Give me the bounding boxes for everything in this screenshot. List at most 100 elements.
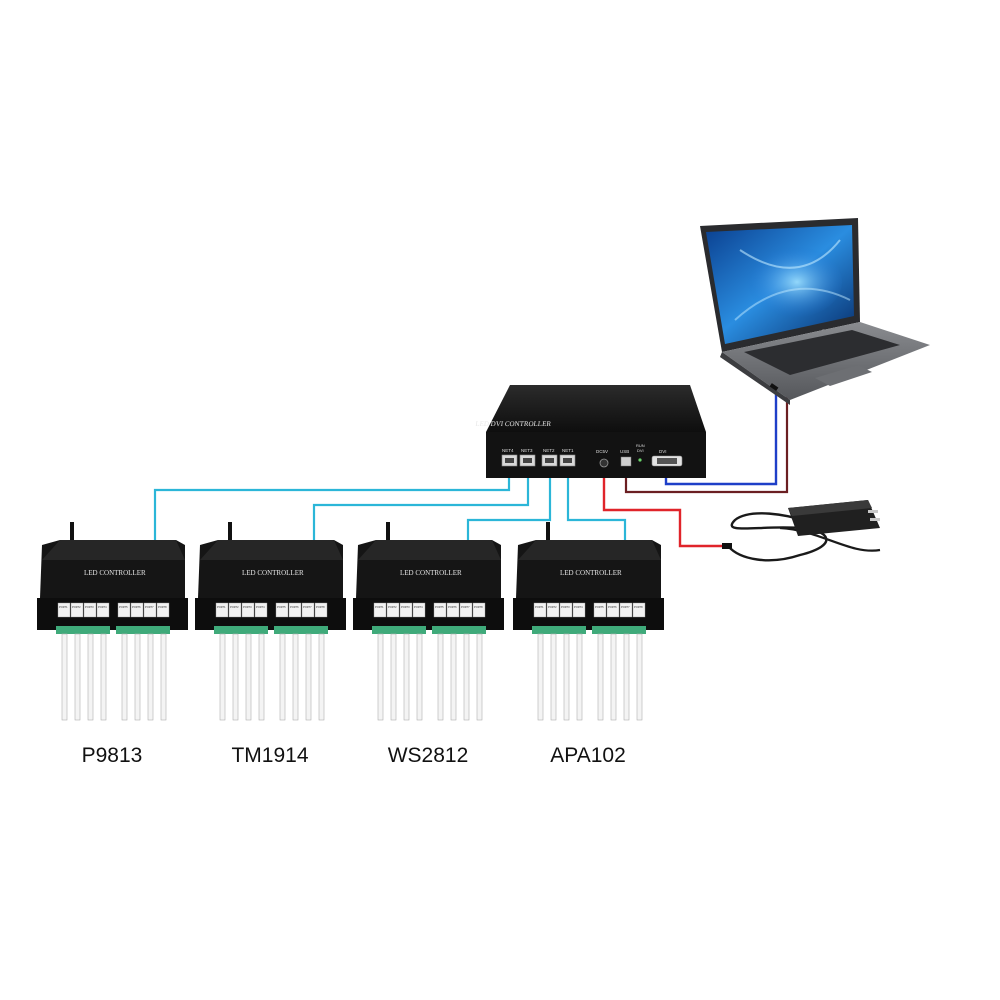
port-block-1[interactable] xyxy=(215,602,229,618)
usb-port[interactable] xyxy=(620,456,632,467)
laptop-port xyxy=(769,383,779,391)
led-strip-wire xyxy=(450,633,457,721)
port-block-7[interactable] xyxy=(619,602,633,618)
port-block-7[interactable] xyxy=(459,602,473,618)
port-label-7: PORT7 xyxy=(461,605,470,609)
port-label-1: PORT1 xyxy=(375,605,384,609)
led-strip-wire xyxy=(147,633,154,721)
port-block-1[interactable] xyxy=(533,602,547,618)
chip-label: TM1914 xyxy=(231,744,308,767)
dc-jack[interactable] xyxy=(599,458,609,468)
port-block-8[interactable] xyxy=(314,602,328,618)
led-strip-wire xyxy=(390,633,397,721)
port-block-4[interactable] xyxy=(96,602,110,618)
antenna-icon xyxy=(546,522,550,540)
port-block-2[interactable] xyxy=(386,602,400,618)
terminal-block xyxy=(56,626,110,634)
port-block-3[interactable] xyxy=(559,602,573,618)
port-block-5[interactable] xyxy=(275,602,289,618)
chip-label: APA102 xyxy=(550,744,626,767)
led-strip-wire xyxy=(219,633,226,721)
run-dvi-label: DVI xyxy=(637,448,644,453)
led-strip-wire xyxy=(377,633,384,721)
run-label: RUN xyxy=(636,443,645,448)
port-block-6[interactable] xyxy=(288,602,302,618)
sub-controller-title: LED CONTROLLER xyxy=(560,569,622,577)
port-label-5: PORT5 xyxy=(435,605,444,609)
run-led-icon xyxy=(638,458,642,462)
led-strip-wire xyxy=(476,633,483,721)
port-label-1: PORT1 xyxy=(535,605,544,609)
port-block-5[interactable] xyxy=(593,602,607,618)
port-block-1[interactable] xyxy=(373,602,387,618)
port-label-5: PORT5 xyxy=(119,605,128,609)
port-label-3: PORT3 xyxy=(243,605,252,609)
port-label-8: PORT8 xyxy=(474,605,483,609)
port-block-8[interactable] xyxy=(632,602,646,618)
port-block-3[interactable] xyxy=(83,602,97,618)
led-strip-wire xyxy=(537,633,544,721)
led-strip-wire xyxy=(623,633,630,721)
net-cable-2 xyxy=(312,462,530,540)
port-block-5[interactable] xyxy=(433,602,447,618)
sub-controller-title: LED CONTROLLER xyxy=(84,569,146,577)
main-controller-front xyxy=(486,432,706,478)
port-label-3: PORT3 xyxy=(85,605,94,609)
dc-label: DC5V xyxy=(596,449,608,454)
led-strip-wire xyxy=(258,633,265,721)
net-cable-1 xyxy=(153,462,511,540)
sub-controller-title: LED CONTROLLER xyxy=(400,569,462,577)
led-strip-wire xyxy=(134,633,141,721)
terminal-block xyxy=(214,626,268,634)
led-strip-wire xyxy=(87,633,94,721)
laptop-touchpad xyxy=(815,365,872,386)
led-strip-wire xyxy=(610,633,617,721)
port-block-6[interactable] xyxy=(606,602,620,618)
port-block-4[interactable] xyxy=(572,602,586,618)
port-block-4[interactable] xyxy=(412,602,426,618)
led-strip-wire xyxy=(550,633,557,721)
port-block-7[interactable] xyxy=(143,602,157,618)
main-port-label-2: NET3 xyxy=(521,448,533,453)
port-label-8: PORT8 xyxy=(158,605,167,609)
port-block-8[interactable] xyxy=(472,602,486,618)
terminal-block xyxy=(532,626,586,634)
led-strip-wire xyxy=(305,633,312,721)
main-port-label-3: NET2 xyxy=(543,448,555,453)
port-label-2: PORT2 xyxy=(72,605,81,609)
port-label-5: PORT5 xyxy=(595,605,604,609)
laptop-keyboard xyxy=(744,330,900,375)
port-block-3[interactable] xyxy=(241,602,255,618)
port-block-2[interactable] xyxy=(228,602,242,618)
antenna-icon xyxy=(386,522,390,540)
port-block-3[interactable] xyxy=(399,602,413,618)
main-controller-title: LED DVI CONTROLLER xyxy=(475,420,552,428)
terminal-block xyxy=(432,626,486,634)
led-strip-wire xyxy=(463,633,470,721)
port-block-8[interactable] xyxy=(156,602,170,618)
port-block-1[interactable] xyxy=(57,602,71,618)
usb-cable xyxy=(624,395,789,494)
port-label-3: PORT3 xyxy=(401,605,410,609)
terminal-block xyxy=(274,626,328,634)
port-label-2: PORT2 xyxy=(548,605,557,609)
port-block-2[interactable] xyxy=(546,602,560,618)
port-label-7: PORT7 xyxy=(145,605,154,609)
port-label-4: PORT4 xyxy=(256,605,265,609)
port-block-7[interactable] xyxy=(301,602,315,618)
chip-label: P9813 xyxy=(82,744,143,767)
port-block-6[interactable] xyxy=(130,602,144,618)
port-label-3: PORT3 xyxy=(561,605,570,609)
port-block-2[interactable] xyxy=(70,602,84,618)
port-block-4[interactable] xyxy=(254,602,268,618)
port-block-5[interactable] xyxy=(117,602,131,618)
adapter-plug-pin-2 xyxy=(870,518,880,521)
led-strip-wire xyxy=(232,633,239,721)
led-strip-wire xyxy=(100,633,107,721)
led-strip-wire xyxy=(245,633,252,721)
port-block-6[interactable] xyxy=(446,602,460,618)
